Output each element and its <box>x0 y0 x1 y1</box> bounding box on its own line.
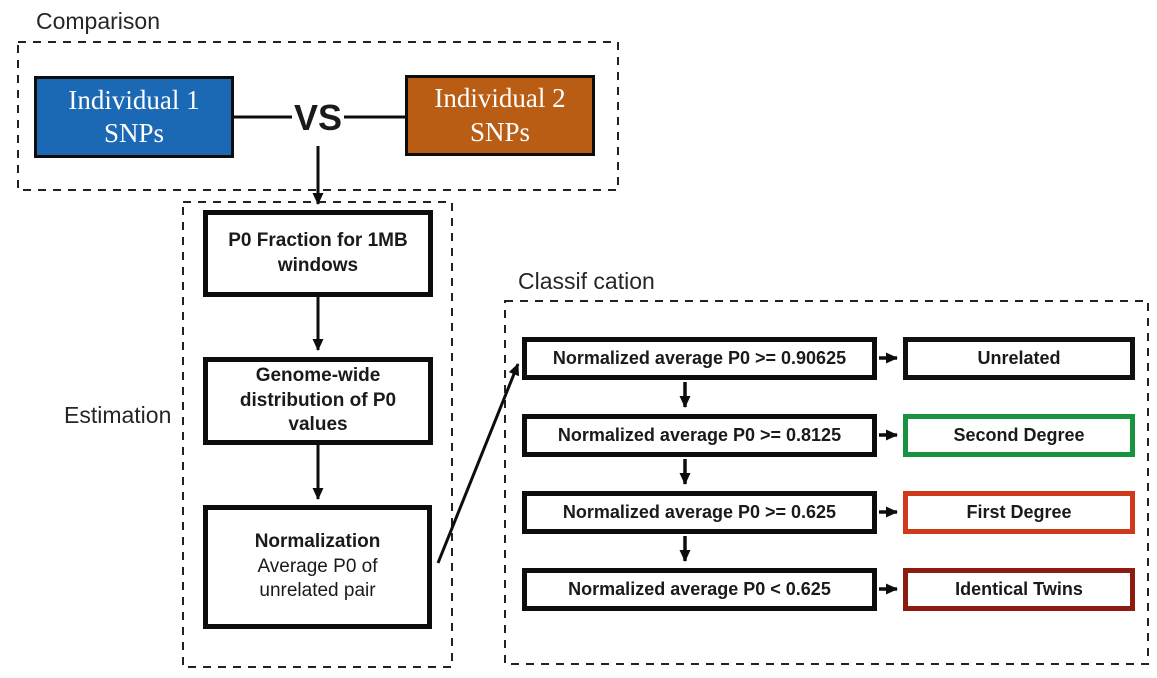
rule1-result-text: Unrelated <box>977 348 1061 368</box>
rule1-condition-text: Normalized average P0 >= 0.90625 <box>552 348 847 368</box>
rule3-result-text: First Degree <box>966 502 1072 522</box>
rule3-condition-box: Normalized average P0 >= 0.625 <box>522 491 877 534</box>
comparison-region-border <box>17 41 619 191</box>
rule4-condition-box: Normalized average P0 < 0.625 <box>522 568 877 611</box>
rule4-result-box: Identical Twins <box>903 568 1135 611</box>
arrow-step3-to-classification <box>436 363 520 564</box>
individual1-snps-text: Individual 1 SNPs <box>68 84 200 148</box>
rule1-condition-box: Normalized average P0 >= 0.90625 <box>522 337 877 380</box>
rule2-result-text: Second Degree <box>953 425 1085 445</box>
p0-fraction-step-text: P0 Fraction for 1MB windows <box>228 229 408 276</box>
vs-label: VS <box>293 97 343 138</box>
rule4-result-text: Identical Twins <box>955 579 1083 599</box>
individual2-snps-text: Individual 2 SNPs <box>434 83 566 147</box>
rule2-result-box: Second Degree <box>903 414 1135 457</box>
normalization-step-line3: unrelated pair <box>259 580 376 602</box>
rule3-result-box: First Degree <box>903 491 1135 534</box>
estimation-section-label: Estimation <box>64 402 172 428</box>
classification-region-border <box>504 300 1149 665</box>
rule4-condition-text: Normalized average P0 < 0.625 <box>568 579 831 599</box>
genome-wide-distribution-step-box: Genome-wide distribution of P0 values <box>203 357 433 445</box>
estimation-region-border <box>182 201 453 668</box>
normalization-step-title: Normalization <box>254 530 381 552</box>
individual1-snps-box: Individual 1 SNPs <box>34 76 234 158</box>
normalization-step-line2: Average P0 of <box>257 555 378 577</box>
rule2-condition-text: Normalized average P0 >= 0.8125 <box>557 425 842 445</box>
rule1-result-box: Unrelated <box>903 337 1135 380</box>
rule3-condition-text: Normalized average P0 >= 0.625 <box>562 502 837 522</box>
p0-fraction-step-box: P0 Fraction for 1MB windows <box>203 210 433 297</box>
comparison-section-label: Comparison <box>36 8 160 34</box>
genome-wide-distribution-step-text: Genome-wide distribution of P0 values <box>239 364 397 436</box>
classification-section-label: Classif cation <box>518 268 655 294</box>
individual2-snps-box: Individual 2 SNPs <box>405 75 595 156</box>
rule2-condition-box: Normalized average P0 >= 0.8125 <box>522 414 877 457</box>
normalization-step-box: Normalization Average P0 of unrelated pa… <box>203 505 432 629</box>
